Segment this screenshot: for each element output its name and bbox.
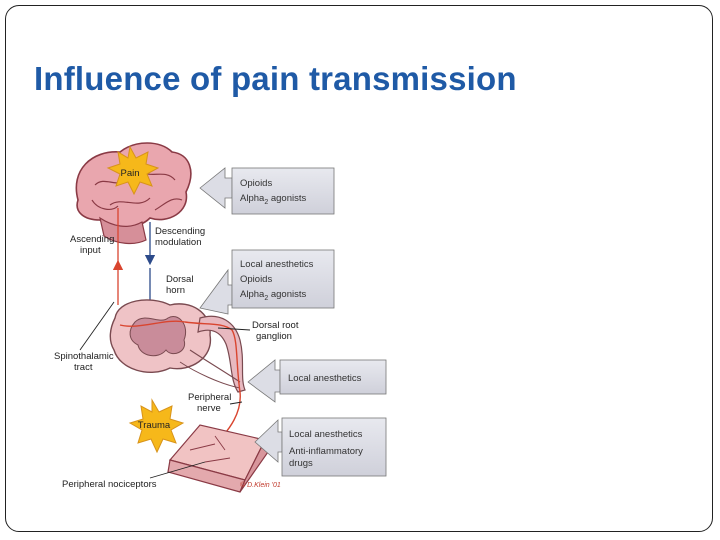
pain-burst-icon: Pain: [106, 145, 160, 196]
trauma-label: Trauma: [138, 420, 171, 431]
nociceptor-drug-line-2: Anti-inflammatory: [289, 446, 363, 457]
pain-signal-path: [119, 320, 241, 449]
pain-label: Pain: [120, 168, 139, 179]
dorsal-root-leader: [217, 327, 251, 331]
peripheral-nerve-leader: [229, 401, 243, 405]
credit-label: © D.Klein '01: [240, 481, 281, 489]
nociceptor-drug-line-1: Local anesthetics: [289, 429, 363, 440]
nociceptor-drug-callout: Local anesthetics Anti-inflammatory drug…: [254, 417, 387, 477]
dorsal-horn-drug-callout: Local anesthetics Opioids Alpha2 agonist…: [199, 249, 335, 315]
brain-drug-line-2: Alpha2 agonists: [240, 193, 306, 206]
dorsal-horn-drug-line-3: Alpha2 agonists: [240, 289, 306, 302]
spinothalamic-leader: [79, 301, 115, 351]
nociceptor-drug-line-3: drugs: [289, 458, 313, 469]
dorsal-horn-drug-line-2: Opioids: [240, 274, 272, 285]
tissue-block-illustration: [167, 424, 269, 493]
page-title: Influence of pain transmission: [34, 60, 517, 97]
peripheral-nerve-drug-callout: Local anesthetics: [247, 359, 387, 403]
peripheral-nociceptors-label: Peripheral nociceptors: [62, 479, 157, 490]
dorsal-horn-drug-line-1: Local anesthetics: [240, 259, 314, 270]
brain-drug-callout: Opioids Alpha2 agonists: [199, 167, 335, 215]
peripheral-nerve-drug-line-1: Local anesthetics: [288, 373, 362, 384]
trauma-burst-icon: Trauma: [128, 398, 185, 454]
nociceptor-leader: [149, 461, 206, 479]
spinal-cord-illustration: [109, 299, 246, 393]
brain-drug-line-1: Opioids: [240, 178, 272, 189]
